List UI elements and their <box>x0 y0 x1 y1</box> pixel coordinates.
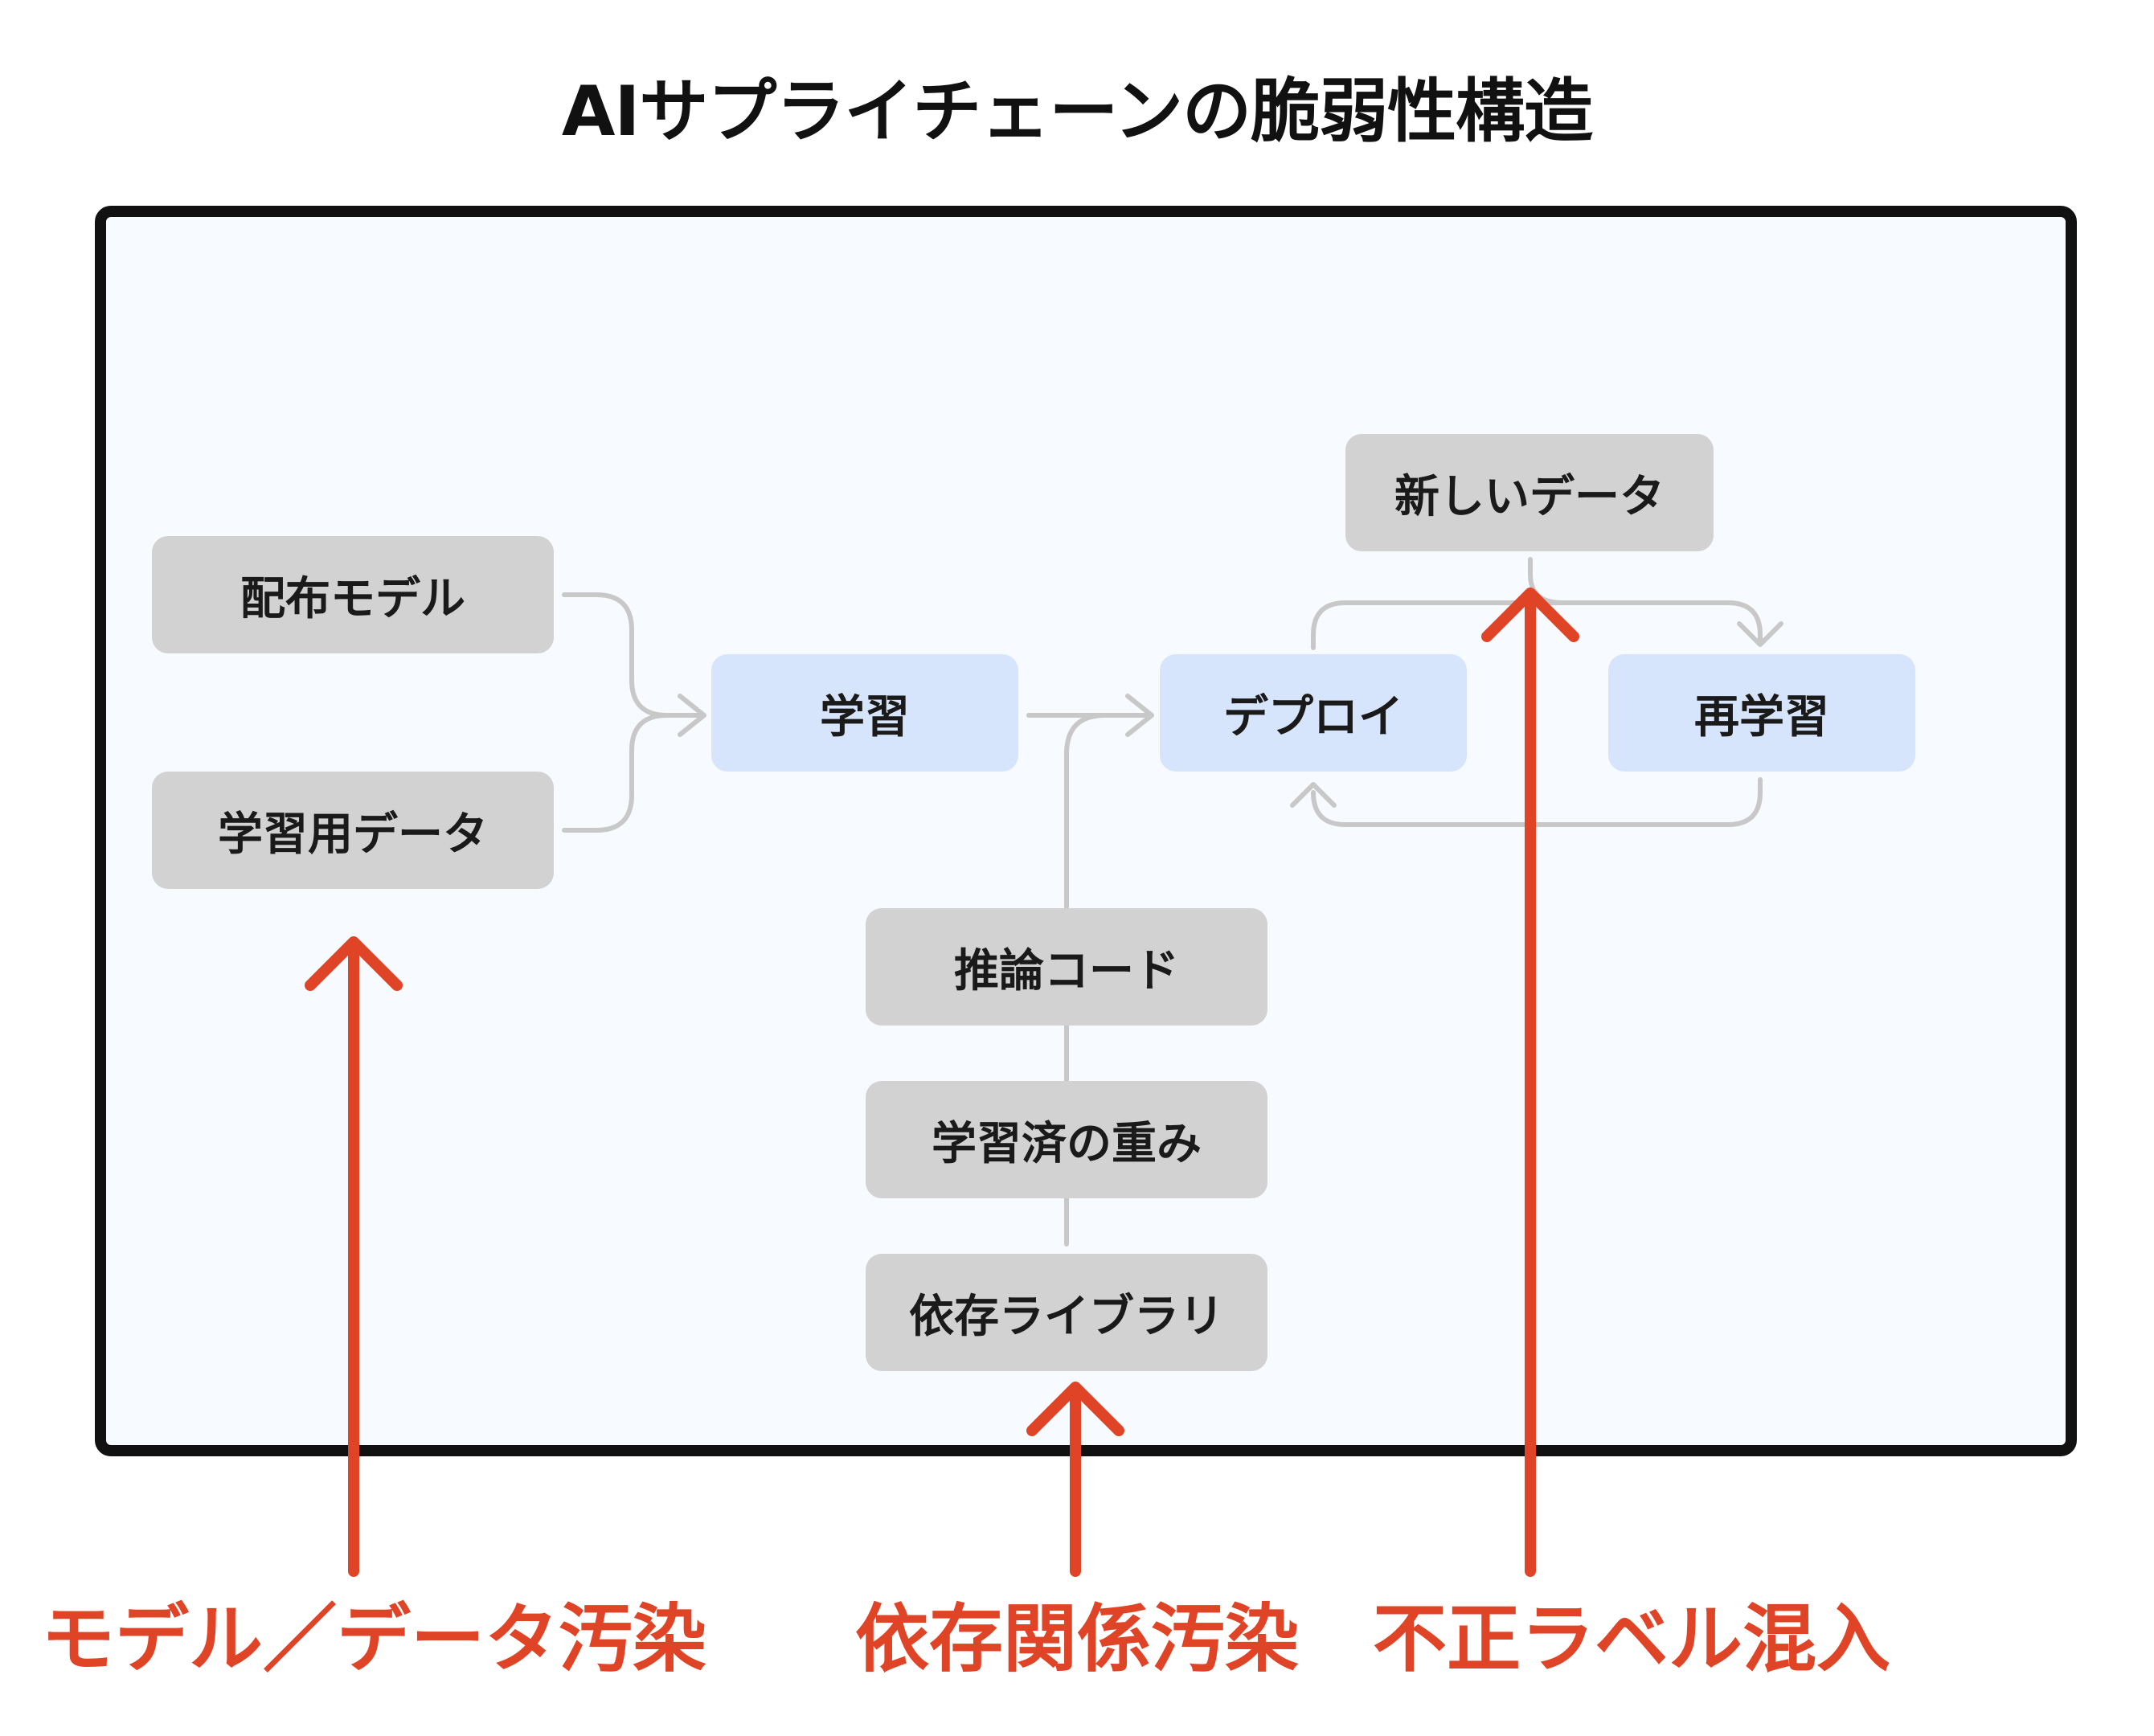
attack-arrowhead-model-data <box>305 936 403 991</box>
node-training: 学習 <box>711 654 1018 772</box>
node-dependency-libraries: 依存ライブラリ <box>866 1254 1267 1371</box>
node-inference-code: 推論コード <box>866 908 1267 1026</box>
arrowhead-retraining <box>1737 621 1783 647</box>
edge-components-to-deploy <box>1064 713 1148 1247</box>
node-trained-weights: 学習済の重み <box>866 1081 1267 1198</box>
node-training-data-label: 学習用データ <box>218 808 488 861</box>
arrowhead-training <box>678 694 706 737</box>
node-retraining-label: 再学習 <box>1694 690 1829 743</box>
node-trained-weights-label: 学習済の重み <box>932 1117 1202 1170</box>
node-retraining: 再学習 <box>1608 654 1915 772</box>
arrowhead-deploy <box>1125 694 1154 737</box>
attack-label-model-data-poisoning: モデル／データ汚染 <box>40 1596 706 1682</box>
attack-arrowhead-dependency <box>1026 1382 1124 1436</box>
diagram-title: AIサプライチェーンの脆弱性構造 <box>561 72 1593 152</box>
arrowhead-deploy-return <box>1290 782 1337 808</box>
node-inference-code-label: 推論コード <box>954 944 1179 997</box>
edge-deploy-to-retraining <box>1311 600 1763 650</box>
node-training-data: 学習用データ <box>152 772 554 889</box>
edge-data-to-training <box>562 713 702 833</box>
node-distributed-model: 配布モデル <box>152 536 554 653</box>
node-training-label: 学習 <box>820 690 910 743</box>
edge-model-to-training <box>562 592 702 718</box>
node-new-data: 新しいデータ <box>1345 434 1714 551</box>
node-distributed-model-label: 配布モデル <box>240 572 465 625</box>
node-new-data-label: 新しいデータ <box>1394 470 1665 523</box>
attack-arrowhead-label <box>1481 588 1579 642</box>
node-deploy-label: デプロイ <box>1223 690 1403 743</box>
attack-label-dependency-poisoning: 依存関係汚染 <box>854 1596 1299 1682</box>
node-dependency-libraries-label: 依存ライブラリ <box>909 1290 1224 1343</box>
attack-label-label-injection: 不正ラベル混入 <box>1372 1596 1890 1682</box>
node-deploy: デプロイ <box>1160 654 1467 772</box>
edge-retraining-to-deploy <box>1311 777 1763 827</box>
